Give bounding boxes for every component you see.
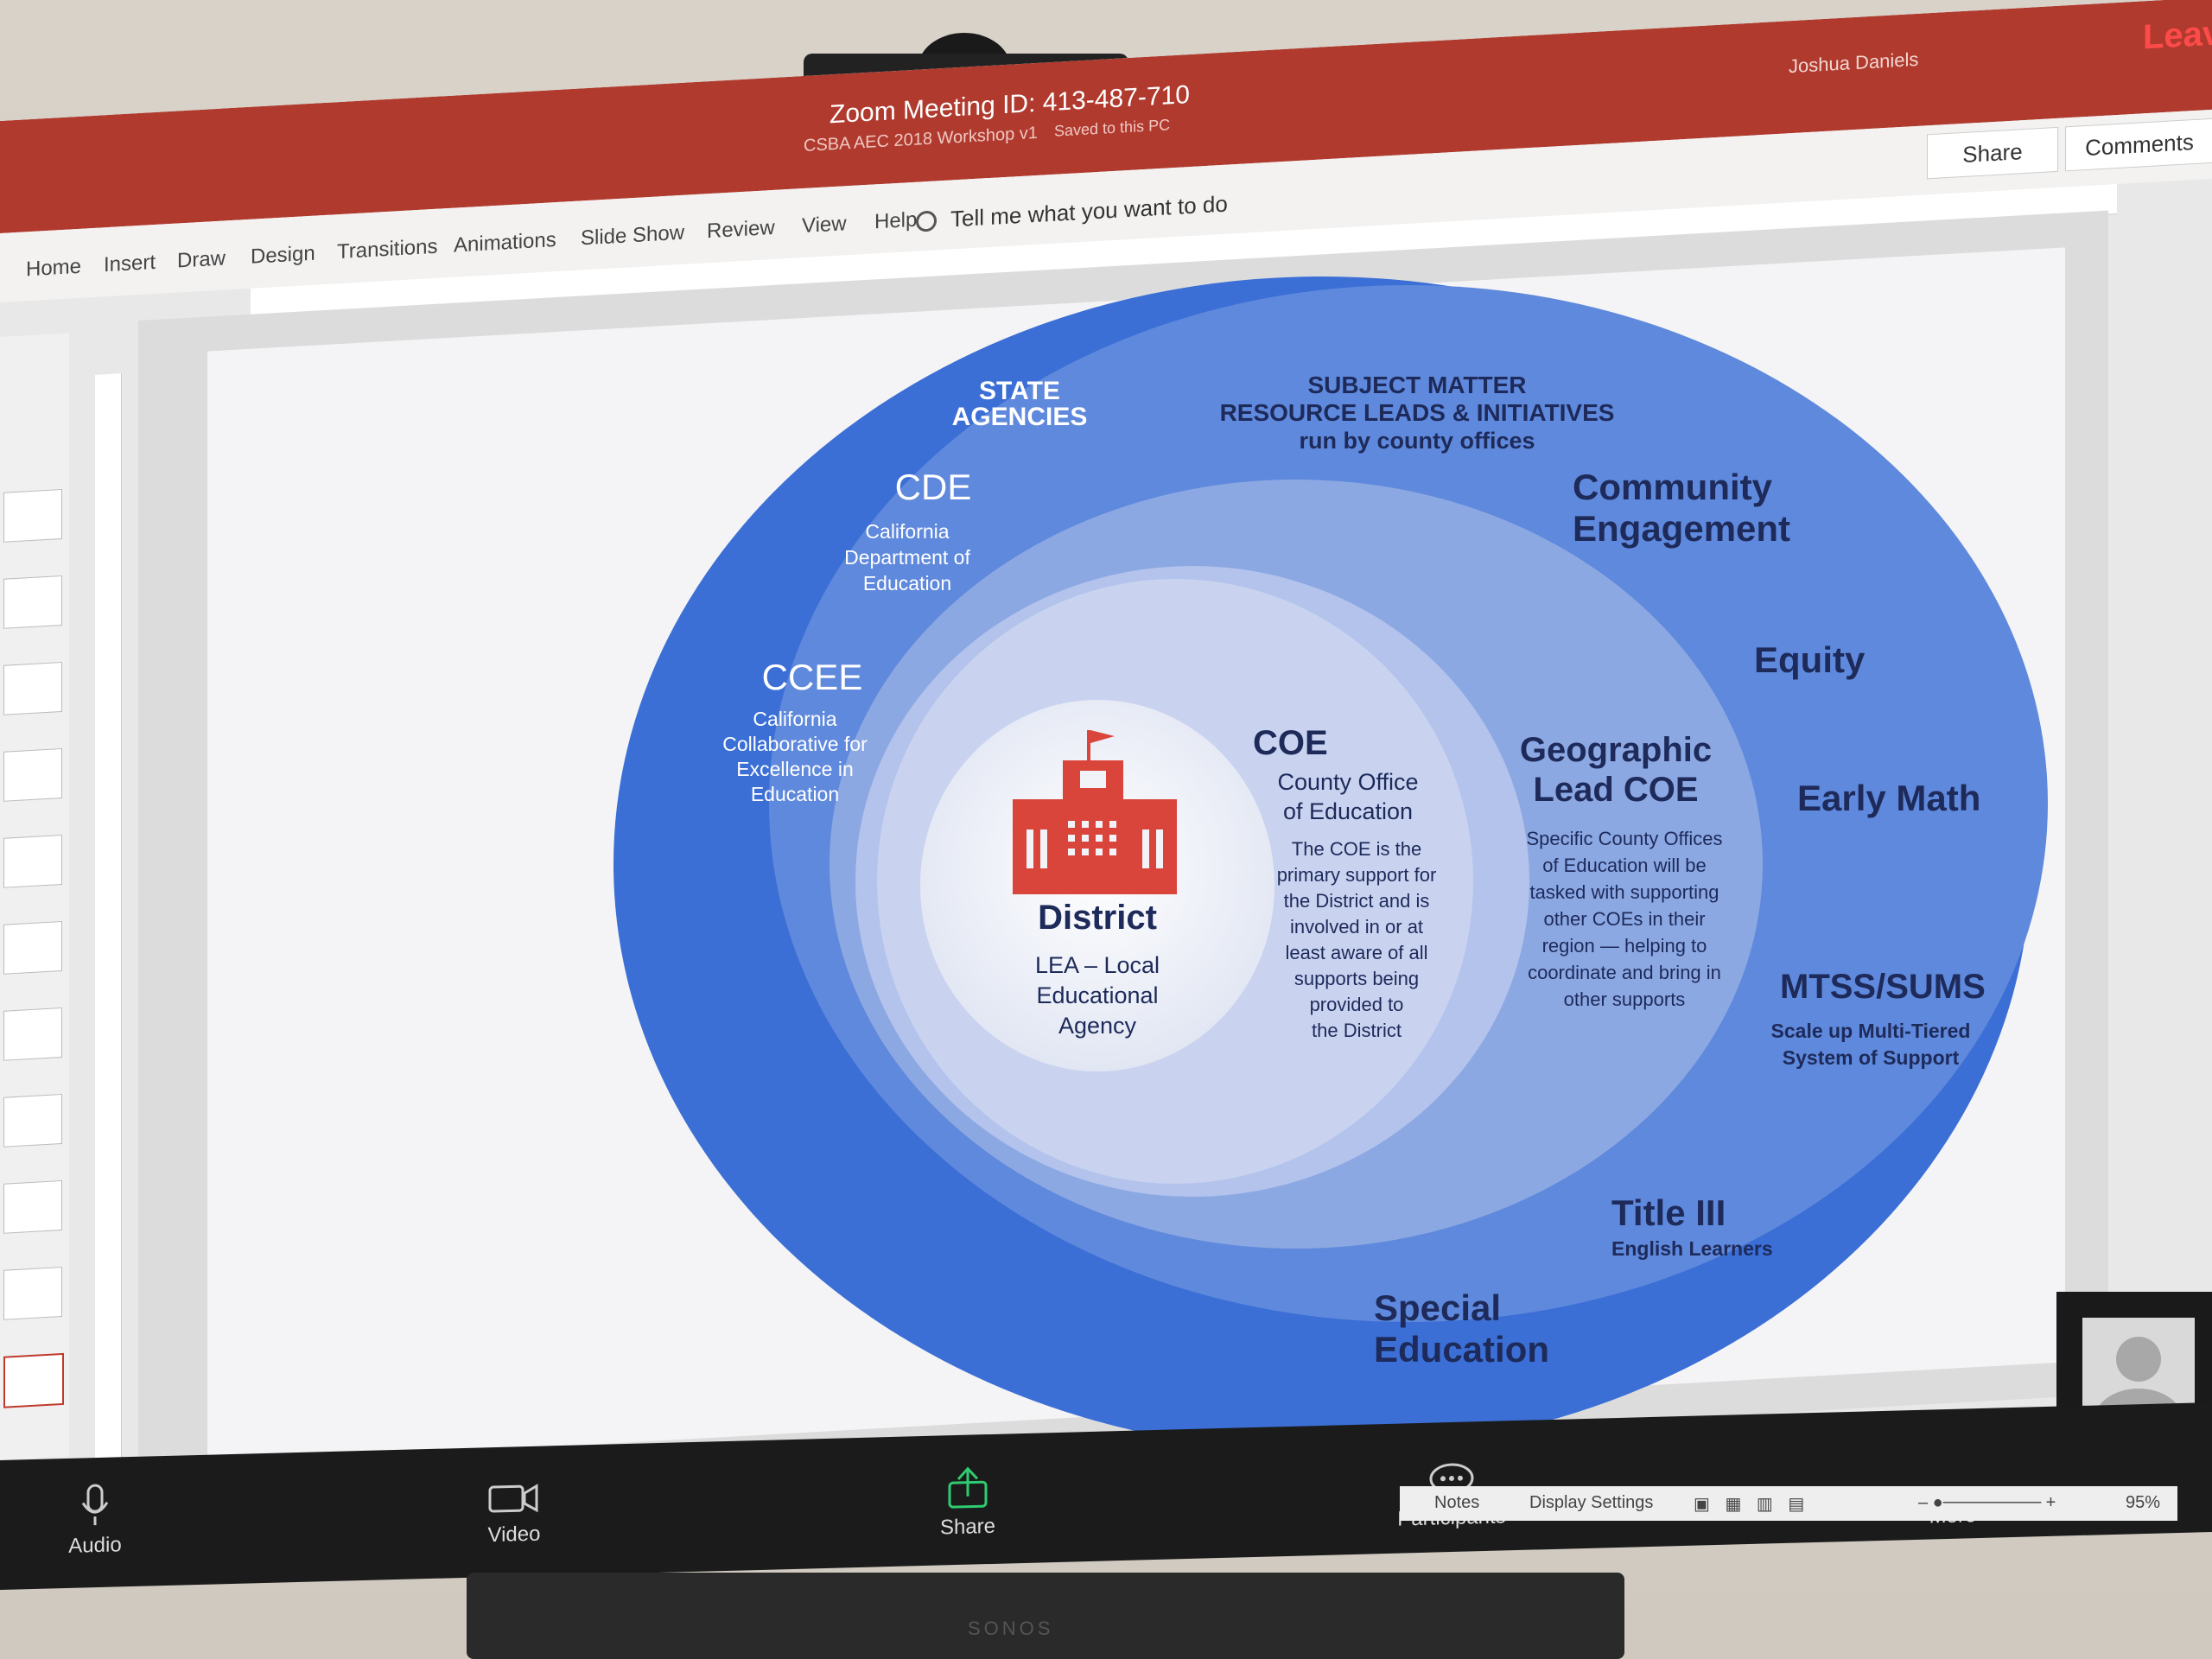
tab-transitions[interactable]: Transitions xyxy=(337,234,438,264)
share-button[interactable]: Share xyxy=(1927,126,2058,180)
slide-thumbnail[interactable] xyxy=(3,1179,62,1234)
equity-label: Equity xyxy=(1754,639,1866,680)
share-arrow-icon xyxy=(948,1466,988,1509)
early-math-label: Early Math xyxy=(1797,778,1981,818)
tab-draw[interactable]: Draw xyxy=(177,246,226,273)
leave-button[interactable]: Leav xyxy=(2143,14,2212,57)
ccee-title: CCEE xyxy=(761,657,863,697)
view-buttons[interactable]: ▣ ▦ ▥ ▤ xyxy=(1694,1495,1810,1514)
slide-thumbnail[interactable] xyxy=(3,1007,62,1061)
microphone-icon xyxy=(81,1484,109,1526)
slide-thumbnail[interactable] xyxy=(3,661,62,715)
video-button[interactable]: Video xyxy=(467,1480,562,1548)
tab-insert[interactable]: Insert xyxy=(104,250,156,277)
audio-button[interactable]: Audio xyxy=(52,1483,138,1560)
share-screen-label: Share xyxy=(939,1514,996,1540)
tab-animations[interactable]: Animations xyxy=(454,228,556,257)
share-screen-button[interactable]: Share xyxy=(916,1464,1020,1541)
coe-title: COE xyxy=(1253,724,1328,762)
title-iii-label: Title III xyxy=(1611,1192,1726,1233)
video-camera-icon xyxy=(488,1484,538,1513)
video-label: Video xyxy=(487,1522,541,1548)
slide-thumbnail[interactable] xyxy=(3,1093,62,1147)
slide-thumbnail[interactable] xyxy=(3,920,62,975)
display-settings-button[interactable]: Display Settings xyxy=(1529,1493,1654,1512)
search-icon[interactable] xyxy=(916,210,937,232)
zoom-toolbar: Audio Video Share Participants More xyxy=(0,1402,2212,1590)
vertical-ruler xyxy=(95,373,122,1464)
slide-thumbnail[interactable] xyxy=(3,575,62,629)
school-building-icon xyxy=(1013,730,1177,894)
tab-home[interactable]: Home xyxy=(26,254,82,282)
mtss-title: MTSS/SUMS xyxy=(1780,968,1986,1006)
zoom-slider[interactable]: – ●──────── + xyxy=(1918,1493,2056,1512)
saved-status: Saved to this PC xyxy=(1054,116,1171,140)
soundbar xyxy=(467,1573,1624,1659)
cde-title: CDE xyxy=(894,467,972,507)
share-label: Share xyxy=(1962,138,2023,168)
tab-design[interactable]: Design xyxy=(251,241,315,269)
tab-view[interactable]: View xyxy=(802,212,847,238)
slide-thumbnail[interactable] xyxy=(3,747,62,802)
powerpoint-status-bar: Notes Display Settings ▣ ▦ ▥ ▤ – ●──────… xyxy=(1400,1486,2177,1521)
slide-thumbnail-current[interactable] xyxy=(3,1352,64,1408)
slide-thumbnail[interactable] xyxy=(3,488,62,543)
title-iii-description: English Learners xyxy=(1611,1237,1773,1260)
slide-thumbnails xyxy=(0,333,69,1460)
zoom-level[interactable]: 95% xyxy=(2126,1493,2161,1512)
notes-button[interactable]: Notes xyxy=(1434,1493,1480,1512)
tab-slide-show[interactable]: Slide Show xyxy=(581,220,685,251)
audio-label: Audio xyxy=(68,1533,122,1558)
district-title: District xyxy=(1038,899,1157,937)
user-name: Joshua Daniels xyxy=(1789,48,1919,78)
soundbar-logo: SONOS xyxy=(968,1618,1054,1639)
tab-review[interactable]: Review xyxy=(707,215,775,244)
tab-help[interactable]: Help xyxy=(874,207,918,234)
comments-button[interactable]: Comments xyxy=(2065,118,2212,172)
slide-thumbnail[interactable] xyxy=(3,1266,62,1320)
comments-label: Comments xyxy=(2085,129,2194,162)
tell-me-input[interactable]: Tell me what you want to do xyxy=(950,190,1228,232)
slide-thumbnail[interactable] xyxy=(3,834,62,888)
